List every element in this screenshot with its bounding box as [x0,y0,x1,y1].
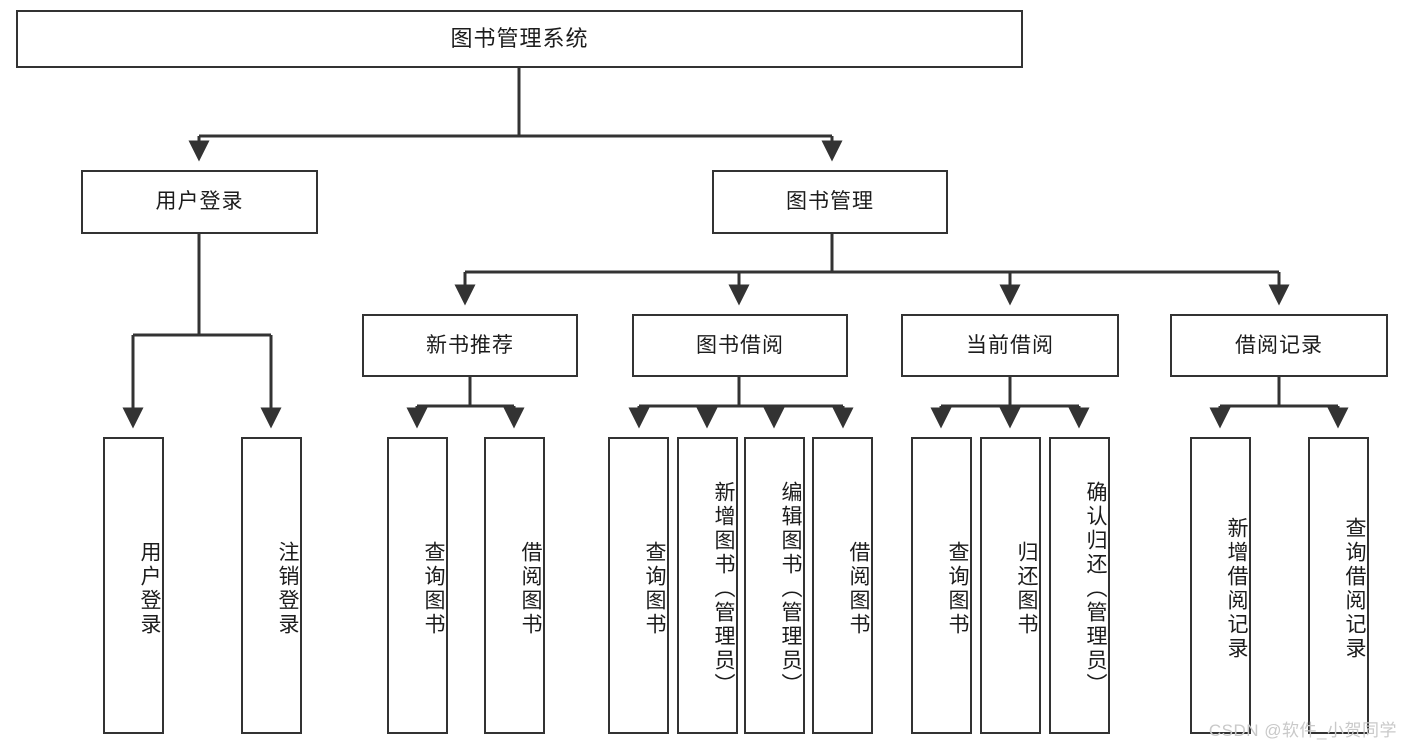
leaf-return-books[interactable]: 归还图书 [980,437,1041,734]
node-borrowing-records[interactable]: 借阅记录 [1170,314,1388,377]
leaf-borrow-books-borrowing[interactable]: 借阅图书 [812,437,873,734]
leaf-edit-book-admin[interactable]: 编辑图书（管理员） [744,437,805,734]
leaf-user-login[interactable]: 用户登录 [103,437,164,734]
leaf-query-books-recommend[interactable]: 查询图书 [387,437,448,734]
leaf-borrow-books-recommend[interactable]: 借阅图书 [484,437,545,734]
leaf-logout[interactable]: 注销登录 [241,437,302,734]
leaf-add-book-admin[interactable]: 新增图书（管理员） [677,437,738,734]
leaf-confirm-return-admin[interactable]: 确认归还（管理员） [1049,437,1110,734]
node-book-borrowing[interactable]: 图书借阅 [632,314,848,377]
node-current-borrowing[interactable]: 当前借阅 [901,314,1119,377]
node-new-book-recommendation[interactable]: 新书推荐 [362,314,578,377]
leaf-query-borrow-record[interactable]: 查询借阅记录 [1308,437,1369,734]
node-book-management[interactable]: 图书管理 [712,170,948,234]
leaf-query-books-borrowing[interactable]: 查询图书 [608,437,669,734]
leaf-query-books-current[interactable]: 查询图书 [911,437,972,734]
leaf-add-borrow-record[interactable]: 新增借阅记录 [1190,437,1251,734]
node-user-login[interactable]: 用户登录 [81,170,318,234]
node-root-system[interactable]: 图书管理系统 [16,10,1023,68]
watermark-credit: CSDN @软件_小贺同学 [1208,721,1397,740]
